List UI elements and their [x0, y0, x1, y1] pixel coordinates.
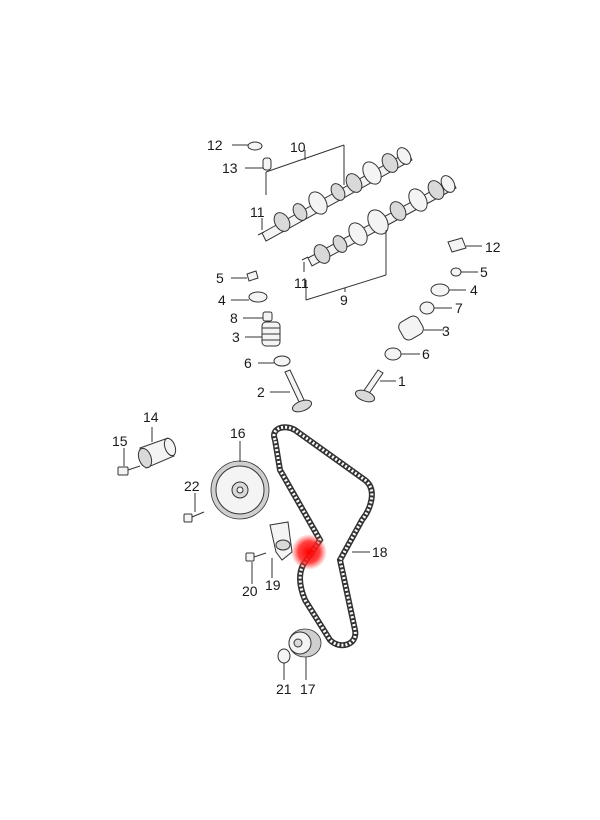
- label-8: 8: [230, 310, 238, 326]
- dowel-13[interactable]: [245, 157, 272, 171]
- label-19: 19: [265, 577, 281, 593]
- label-5-right: 5: [480, 264, 488, 280]
- sprocket-17[interactable]: [288, 628, 322, 680]
- label-10: 10: [290, 139, 306, 155]
- spring-3-left[interactable]: [245, 321, 281, 347]
- retainer-4-right[interactable]: [430, 283, 466, 297]
- bracket-9: [305, 230, 387, 301]
- label-21: 21: [276, 681, 292, 697]
- timing-belt-18[interactable]: [271, 424, 375, 649]
- label-17: 17: [300, 681, 316, 697]
- retainer-4-left[interactable]: [231, 291, 268, 303]
- tensioner-14[interactable]: [136, 427, 178, 469]
- label-12-right: 12: [485, 239, 501, 255]
- nut-21[interactable]: [277, 648, 291, 680]
- washer-12-right[interactable]: [447, 237, 482, 253]
- sprocket-16[interactable]: [210, 441, 270, 520]
- label-15: 15: [112, 433, 128, 449]
- label-4-left: 4: [218, 292, 226, 308]
- washer-12-left[interactable]: [232, 141, 263, 151]
- label-16: 16: [230, 425, 246, 441]
- spring-3-right[interactable]: [396, 314, 444, 342]
- label-6-right: 6: [422, 346, 430, 362]
- tensioner-19[interactable]: [269, 521, 293, 578]
- seal-7[interactable]: [419, 301, 452, 315]
- label-11-left: 11: [250, 204, 265, 220]
- label-6-left: 6: [244, 355, 252, 371]
- label-14: 14: [143, 409, 159, 425]
- camshaft-lower[interactable]: [307, 173, 458, 267]
- keeper-5-right[interactable]: [450, 267, 478, 277]
- seal-8[interactable]: [243, 311, 273, 322]
- bolt-22[interactable]: [183, 493, 205, 523]
- pin-11-right[interactable]: [301, 256, 309, 272]
- pin-11-left[interactable]: [257, 218, 265, 236]
- label-1: 1: [398, 373, 406, 389]
- label-3-right: 3: [442, 323, 450, 339]
- label-11-right: 11: [294, 275, 309, 291]
- label-22: 22: [184, 478, 200, 494]
- label-20: 20: [242, 583, 258, 599]
- label-7: 7: [455, 300, 463, 316]
- label-4-right: 4: [470, 282, 478, 298]
- bolt-20[interactable]: [245, 552, 267, 584]
- bracket-10: [265, 144, 345, 195]
- camshaft-upper[interactable]: [261, 145, 414, 242]
- highlight-marker: [291, 534, 327, 570]
- seat-6-right[interactable]: [384, 347, 420, 361]
- label-18: 18: [372, 544, 388, 560]
- label-13: 13: [222, 160, 238, 176]
- label-2: 2: [257, 384, 265, 400]
- label-9: 9: [340, 292, 348, 308]
- keeper-5-left[interactable]: [231, 270, 259, 282]
- seat-6-left[interactable]: [258, 355, 291, 367]
- label-5-left: 5: [216, 270, 224, 286]
- bolt-15[interactable]: [117, 448, 141, 476]
- valve-2[interactable]: [270, 369, 313, 414]
- label-3-left: 3: [232, 329, 240, 345]
- valve-1[interactable]: [354, 369, 396, 404]
- label-12-left: 12: [207, 137, 223, 153]
